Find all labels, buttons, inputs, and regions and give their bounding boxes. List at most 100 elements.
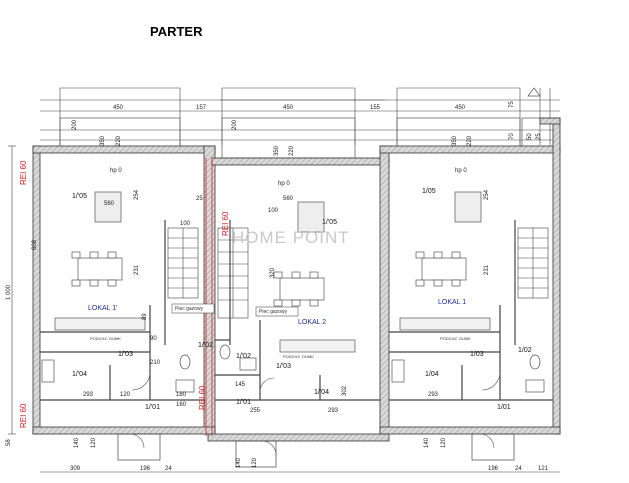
int-dim-21: 231 — [484, 264, 490, 275]
entrance-porches — [117, 433, 515, 468]
room-code-u2-02: 1/'02 — [236, 353, 251, 360]
bottom-dim-2: 309 — [70, 466, 81, 472]
dim-top-2: 450 — [283, 105, 294, 111]
dim-top-8: 25 — [536, 133, 542, 140]
int-dim-4: 608 — [32, 239, 38, 250]
piec-text-1: Piec gazowy — [259, 309, 288, 315]
dim-depth-1: 220 — [116, 135, 122, 146]
room-code-u3-01: 1/01 — [497, 404, 511, 411]
bottom-dim-6: 120 — [252, 457, 258, 468]
fire-label-1: REI 60 — [19, 403, 28, 428]
room-code-u1-05: 1/'05 — [72, 193, 87, 200]
room-code-u3-02: 1/02 — [518, 347, 532, 354]
unit-name-1: LOKAL 2 — [298, 319, 326, 326]
unit-name-0: LOKAL 1' — [88, 305, 117, 312]
dining-table-icons — [71, 251, 467, 307]
room-code-u3-05: 1/05 — [422, 188, 436, 195]
bathroom-fixtures — [41, 344, 545, 393]
room-code-u1-03: 1/'03 — [118, 351, 133, 358]
int-dim-0: 560 — [104, 201, 115, 207]
int-dim-2: 231 — [134, 264, 140, 275]
int-dim-6: 90 — [150, 336, 157, 342]
left-dim-1: 58 — [6, 439, 12, 446]
top-dimension-lines — [40, 87, 560, 145]
room-code-u2-04: 1/'04 — [314, 389, 329, 396]
int-dim-8: 145 — [235, 382, 246, 388]
int-dim-12: 293 — [428, 392, 439, 398]
int-dim-7: 210 — [150, 360, 161, 366]
int-dim-9: 293 — [83, 392, 94, 398]
bottom-dim-5: 140 — [236, 457, 242, 468]
room-code-u3-03: 1/03 — [470, 351, 484, 358]
left-dimension-line — [8, 145, 16, 435]
room-code-u2-03: 1/'03 — [276, 363, 291, 370]
dim-depth-5: 220 — [467, 135, 473, 146]
plan-title: PARTER — [150, 24, 203, 39]
dim-depth-6: 200 — [72, 119, 78, 130]
watermark: HOME POINT — [232, 228, 350, 247]
marker-triangle — [527, 87, 541, 97]
dim-top-1: 157 — [196, 105, 207, 111]
int-dim-18: 25 — [196, 196, 203, 202]
hp-label-1: hp 0 — [278, 181, 290, 187]
int-dim-14: 160 — [176, 402, 187, 408]
dim-top-7: 50 — [527, 133, 533, 140]
room-code-u2-01: 1/'01 — [236, 399, 251, 406]
dim-depth-2: 350 — [274, 145, 280, 156]
room-code-u1-04: 1/'04 — [72, 371, 87, 378]
bottom-dim-0: 140 — [74, 437, 80, 448]
hp-label-2: hp 0 — [455, 168, 467, 174]
bottom-dim-7: 140 — [424, 437, 430, 448]
dim-depth-0: 350 — [100, 135, 106, 146]
piec-text-0: Piec gazowy — [175, 306, 204, 312]
int-dim-19: 560 — [283, 196, 294, 202]
int-dim-11: 255 — [250, 408, 261, 414]
dim-depth-4: 350 — [452, 135, 458, 146]
int-dim-13: 180 — [176, 392, 187, 398]
int-dim-1: 254 — [134, 189, 140, 200]
int-dim-5: 89 — [142, 313, 148, 320]
bottom-dim-4: 24 — [165, 466, 172, 472]
dim-top-4: 450 — [455, 105, 466, 111]
room-code-u1-02: 1/'02 — [198, 342, 213, 349]
kitchen-counters — [54, 317, 491, 353]
bottom-dim-3: 196 — [140, 466, 151, 472]
room-code-u2-05: 1/'05 — [322, 219, 337, 226]
unit-name-2: LOKAL 1 — [438, 299, 466, 306]
fire-label-0: REI 60 — [19, 160, 28, 185]
fire-wall-lines — [205, 158, 213, 436]
piec-label-1: Piec gazowy — [255, 306, 299, 317]
int-dim-10: 293 — [328, 408, 339, 414]
int-dim-16: 320 — [270, 267, 276, 278]
sofa-icons — [94, 191, 482, 233]
int-dim-17: 120 — [120, 392, 131, 398]
int-dim-20: 254 — [484, 189, 490, 200]
hp-label-0: hp 0 — [110, 168, 122, 174]
bottom-dim-11: 121 — [538, 466, 549, 472]
dim-top-5: 75 — [509, 101, 515, 108]
dim-depth-7: 200 — [232, 119, 238, 130]
piec-label-0: Piec gazowy — [171, 303, 215, 314]
dim-top-0: 450 — [113, 105, 124, 111]
int-dim-15: 302 — [342, 385, 348, 396]
dim-depth-3: 220 — [289, 145, 295, 156]
small-label-0: PODCHZ. DUMK — [90, 336, 121, 341]
fire-label-3: REI 60 — [198, 385, 207, 410]
dim-top-6: 70 — [509, 133, 515, 140]
building-walls — [32, 117, 561, 442]
interior-walls — [40, 220, 553, 401]
watermark-text: HOME POINT — [232, 228, 350, 247]
bottom-dim-1: 120 — [91, 437, 97, 448]
room-code-u1-01: 1/'01 — [145, 404, 160, 411]
bottom-dim-8: 120 — [441, 437, 447, 448]
int-dim-3: 100 — [180, 221, 191, 227]
room-code-u3-04: 1/04 — [425, 371, 439, 378]
small-label-1: PODCHZ. DUMK — [283, 354, 314, 359]
staircases — [167, 227, 549, 319]
bottom-dim-10: 24 — [515, 466, 522, 472]
bottom-dim-9: 196 — [488, 466, 499, 472]
left-dim-0: 1 000 — [6, 284, 12, 300]
int-dim-22: 100 — [268, 208, 279, 214]
fire-label-2: REI 60 — [221, 211, 230, 236]
